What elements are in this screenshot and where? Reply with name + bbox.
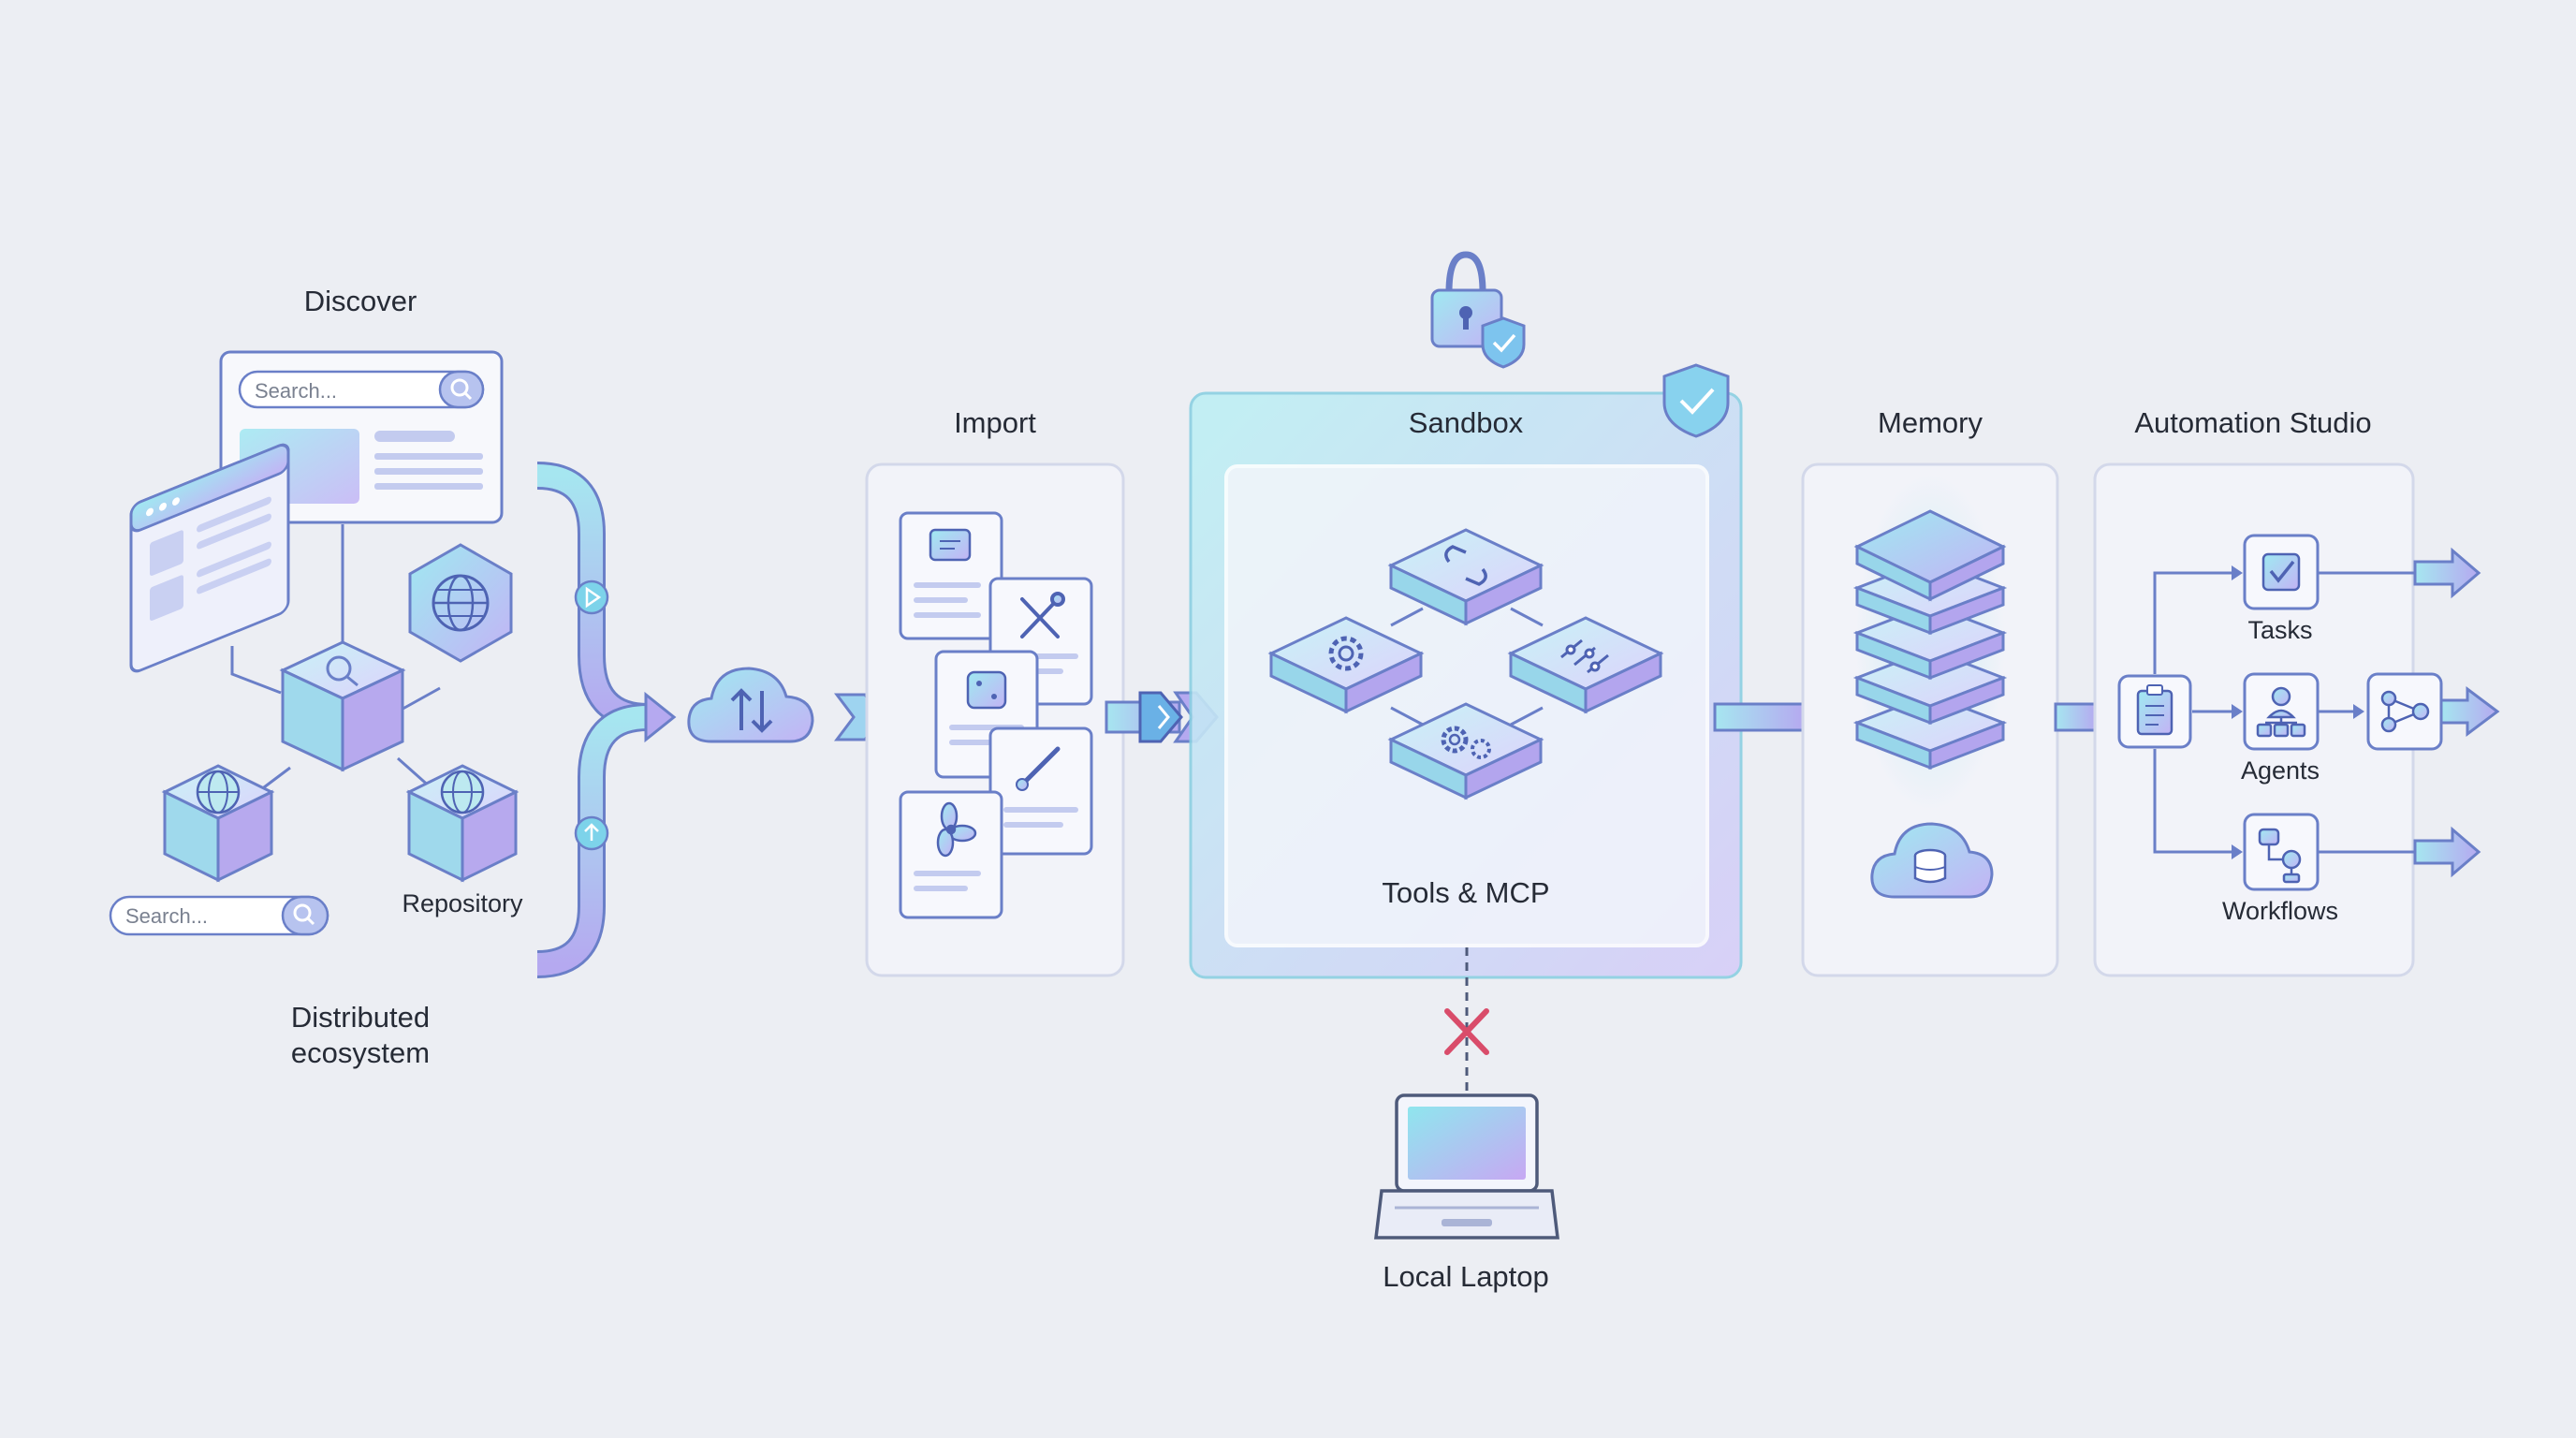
cloud-sync-icon xyxy=(687,667,814,743)
network-node[interactable] xyxy=(2366,672,2443,751)
agents-label: Agents xyxy=(2240,756,2320,785)
merge-pipes xyxy=(536,462,677,978)
flowchart-icon xyxy=(2258,828,2302,884)
search-bar-bottom[interactable]: Search... xyxy=(109,895,329,936)
clipboard-icon xyxy=(2117,674,2192,749)
globe-hexagon xyxy=(408,543,513,663)
network-icon xyxy=(2380,690,2430,733)
stage-title-import: Import xyxy=(954,406,1036,439)
import-panel xyxy=(865,462,1125,977)
agents-node[interactable] xyxy=(2243,672,2320,751)
local-laptop-label: Local Laptop xyxy=(1383,1260,1549,1293)
search-cube xyxy=(279,640,406,772)
search-button-top[interactable] xyxy=(438,370,485,409)
blocked-link xyxy=(1444,947,1489,1093)
repository-cube xyxy=(405,764,520,883)
chat-icon xyxy=(929,528,972,562)
cloud-database-icon xyxy=(1870,822,1994,899)
ecosystem-connectors xyxy=(230,524,441,798)
discover-web-window xyxy=(129,443,290,673)
branch-arrowheads xyxy=(2232,565,2364,859)
tasks-node[interactable] xyxy=(2243,534,2320,610)
sandbox-shield-icon xyxy=(1662,363,1730,438)
tool-block-gears xyxy=(1387,702,1544,800)
gear-icon xyxy=(1328,636,1364,671)
search-icon xyxy=(450,378,469,397)
doc-brush xyxy=(988,726,1093,856)
discover-section: Search... xyxy=(109,350,677,978)
workflows-label: Workflows xyxy=(2221,897,2339,925)
memory-panel xyxy=(1801,462,2059,977)
sliders-icon xyxy=(1560,638,1609,674)
stage-title-sandbox: Sandbox xyxy=(1408,406,1524,439)
pipe-to-memory xyxy=(1713,702,1807,732)
play-icon xyxy=(574,580,609,615)
org-chart-icon xyxy=(2256,686,2306,738)
sandbox-section xyxy=(1189,251,1743,979)
automation-panel xyxy=(2093,462,2500,977)
doc-fan xyxy=(899,790,1003,919)
database-stack xyxy=(1852,509,2008,770)
tool-connections xyxy=(1390,607,1544,726)
pipe-to-automation xyxy=(2054,702,2099,732)
globe-cube-left xyxy=(161,764,275,883)
stage-title-memory: Memory xyxy=(1878,406,1983,439)
distributed-ecosystem-label: Distributed ecosystem xyxy=(290,1001,431,1069)
checkbox-icon xyxy=(2261,552,2301,592)
brush-icon xyxy=(1021,746,1061,785)
tool-block-link xyxy=(1387,528,1544,626)
wrench-icon xyxy=(1020,592,1065,638)
shield-check-icon xyxy=(1481,316,1526,369)
doc-chat xyxy=(899,511,1003,640)
blocked-x-icon xyxy=(1444,1008,1489,1055)
discover-browser-panel: Search... xyxy=(219,350,504,524)
workflows-node[interactable] xyxy=(2243,813,2320,891)
automation-branches xyxy=(2153,571,2415,854)
tasks-label: Tasks xyxy=(2247,616,2313,644)
laptop-icon xyxy=(1374,1093,1559,1240)
stage-title-automation-studio: Automation Studio xyxy=(2134,406,2372,439)
output-arrows xyxy=(2413,547,2500,878)
fan-icon xyxy=(936,801,977,858)
search-placeholder-top: Search... xyxy=(255,379,337,403)
tool-block-gear xyxy=(1267,616,1425,714)
search-placeholder-bottom: Search... xyxy=(125,904,208,928)
magnifier-icon xyxy=(326,655,352,682)
tool-block-sliders xyxy=(1507,616,1664,714)
repository-label: Repository xyxy=(402,889,523,917)
search-icon xyxy=(293,903,312,922)
tools-mcp-label: Tools & MCP xyxy=(1382,876,1550,909)
stage-title-discover: Discover xyxy=(303,285,417,317)
gears-icon xyxy=(1441,726,1491,759)
link-icon xyxy=(1444,545,1487,586)
dice-icon xyxy=(966,670,1007,710)
